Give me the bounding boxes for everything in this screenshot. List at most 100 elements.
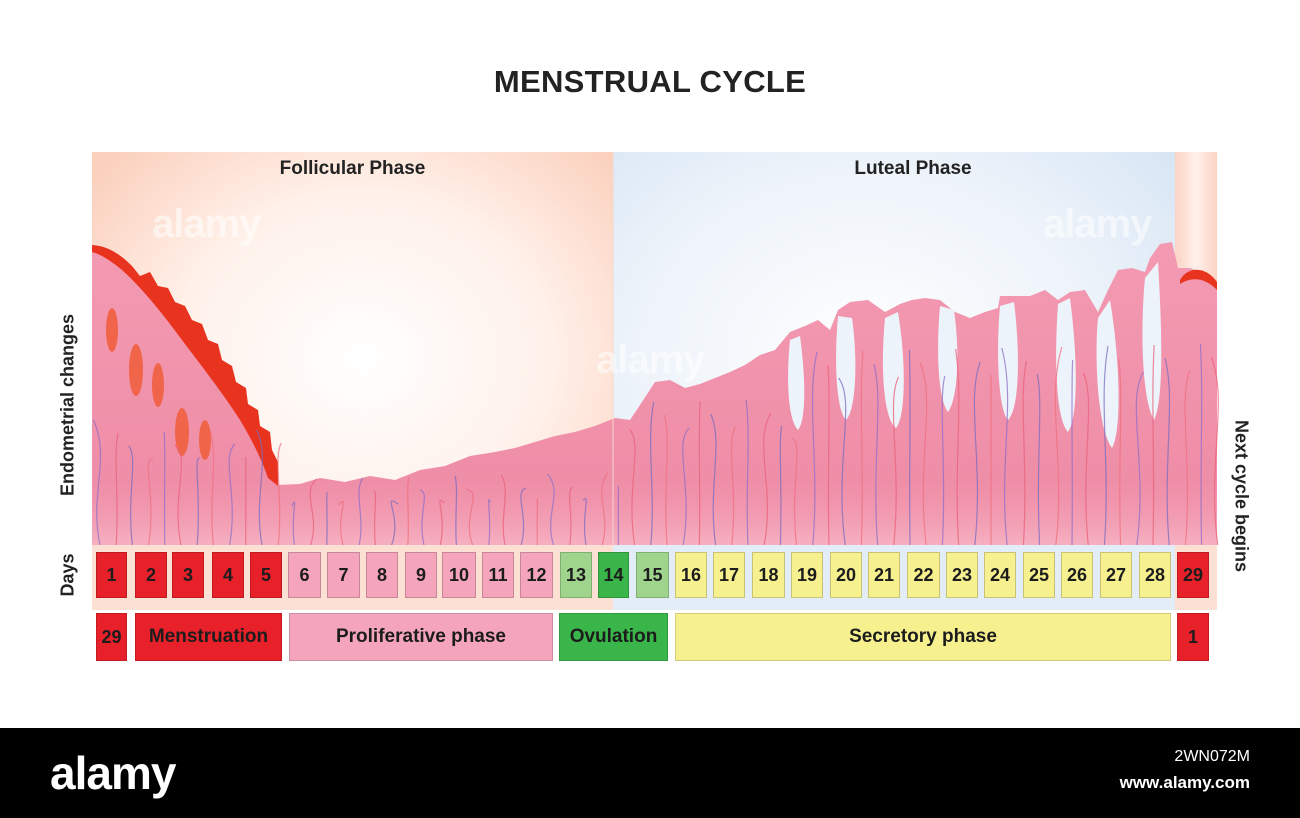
blood-vessel xyxy=(1118,358,1122,546)
blood-vessel xyxy=(407,476,410,546)
blood-vessel xyxy=(1164,357,1171,546)
blood-vessel xyxy=(779,425,783,546)
blood-vessel xyxy=(92,419,102,546)
next-cycle-blood-cap xyxy=(1180,269,1217,290)
blood-vessel xyxy=(955,348,960,546)
day-box-12: 12 xyxy=(520,552,553,598)
blood-vessel xyxy=(873,363,879,546)
footer-image-id: 2WN072M xyxy=(1174,748,1250,765)
blood-vessel xyxy=(1082,372,1090,546)
day-box-20: 20 xyxy=(830,552,862,598)
blood-vessel xyxy=(710,413,717,546)
day-box-7: 7 xyxy=(327,552,360,598)
blood-vessel xyxy=(1022,360,1027,546)
blood-vessel xyxy=(941,375,946,546)
luteal-gland-gaps xyxy=(788,262,1162,448)
follicular-phase-label: Follicular Phase xyxy=(279,158,426,179)
day-box-9: 9 xyxy=(405,552,437,598)
luteal-phase-label: Luteal Phase xyxy=(854,158,972,179)
day-box-16: 16 xyxy=(675,552,707,598)
day-box-25: 25 xyxy=(1023,552,1055,598)
blood-vessel xyxy=(973,361,981,546)
day-box-19: 19 xyxy=(791,552,823,598)
blood-vessel xyxy=(908,349,911,546)
blood-vessel xyxy=(649,401,655,546)
blood-vessel xyxy=(500,474,506,546)
blood-vessel xyxy=(1135,371,1144,546)
blood-vessel xyxy=(919,362,928,546)
blood-vessel xyxy=(228,443,236,546)
day-box-24: 24 xyxy=(984,552,1016,598)
blood-vessel xyxy=(326,491,328,546)
day-box-10: 10 xyxy=(442,552,476,598)
day-box-28: 28 xyxy=(1139,552,1171,598)
blood-vessel xyxy=(291,501,296,546)
blood-vessel xyxy=(373,490,377,546)
blood-vessel xyxy=(536,498,539,546)
blood-vessel xyxy=(1001,347,1009,546)
blood-vessel xyxy=(128,445,134,546)
stage-box-menstruation: 29 xyxy=(96,613,127,661)
blood-vessel xyxy=(256,429,263,546)
footer-site-url: www.alamy.com xyxy=(1119,773,1250,792)
blood-vessel xyxy=(601,472,609,546)
endometrium-tissue xyxy=(92,242,1217,545)
blood-vessel xyxy=(209,430,215,546)
blood-vessel xyxy=(698,400,701,546)
day-box-1: 1 xyxy=(96,552,127,598)
blood-vessel xyxy=(520,487,527,546)
day-box-13: 13 xyxy=(560,552,592,598)
blood-vessel xyxy=(827,364,830,546)
blood-vessel xyxy=(682,427,690,546)
days-label: Days xyxy=(57,553,78,597)
blood-vessel xyxy=(488,499,492,546)
blood-vessel xyxy=(454,475,458,546)
stage-box-menstruation: 1 xyxy=(1177,613,1209,661)
day-box-8: 8 xyxy=(366,552,398,598)
next-cycle-label: Next cycle begins xyxy=(1231,419,1252,573)
watermark-footer: alamy 2WN072M www.alamy.com xyxy=(0,728,1300,818)
blood-vessel xyxy=(664,414,668,546)
day-box-5: 5 xyxy=(250,552,282,598)
footer-brand-logo: alamy xyxy=(50,747,176,799)
blood-vessel xyxy=(390,500,399,546)
day-box-11: 11 xyxy=(482,552,514,598)
day-box-17: 17 xyxy=(713,552,745,598)
blood-vessel xyxy=(745,399,749,546)
blood-vessel xyxy=(465,488,474,546)
blood-vessel xyxy=(1036,373,1041,546)
day-box-14: 14 xyxy=(598,552,629,598)
blood-vessel xyxy=(892,376,900,546)
day-box-29: 29 xyxy=(1177,552,1209,598)
stage-box-ovulation: Ovulation xyxy=(559,613,668,661)
day-box-3: 3 xyxy=(172,552,204,598)
day-box-6: 6 xyxy=(288,552,321,598)
blood-vessel xyxy=(1071,359,1074,546)
blood-vessel xyxy=(730,426,736,546)
blood-vessel xyxy=(838,377,847,546)
stage-box-secretory: Secretory phase xyxy=(675,613,1171,661)
blood-droplets xyxy=(106,308,211,460)
blood-vessel xyxy=(1184,370,1191,546)
day-box-2: 2 xyxy=(135,552,167,598)
blood-vessels xyxy=(92,343,1219,546)
stage-box-proliferative: Proliferative phase xyxy=(289,613,553,661)
blood-vessel xyxy=(628,428,636,546)
blood-vessel xyxy=(1199,343,1203,546)
page-title: MENSTRUAL CYCLE xyxy=(493,64,807,99)
day-box-26: 26 xyxy=(1061,552,1093,598)
blood-vessel xyxy=(309,478,318,546)
blood-vessel xyxy=(1103,345,1109,546)
blood-vessel xyxy=(763,412,772,546)
blood-vessel xyxy=(582,497,587,546)
blood-vessel xyxy=(147,458,154,546)
footer-image-info: 2WN072M www.alamy.com xyxy=(1120,744,1250,796)
day-box-18: 18 xyxy=(752,552,785,598)
day-box-27: 27 xyxy=(1100,552,1132,598)
blood-vessel xyxy=(547,473,555,546)
blood-vessel xyxy=(163,431,166,546)
day-box-22: 22 xyxy=(907,552,940,598)
blood-vessel xyxy=(358,477,364,546)
